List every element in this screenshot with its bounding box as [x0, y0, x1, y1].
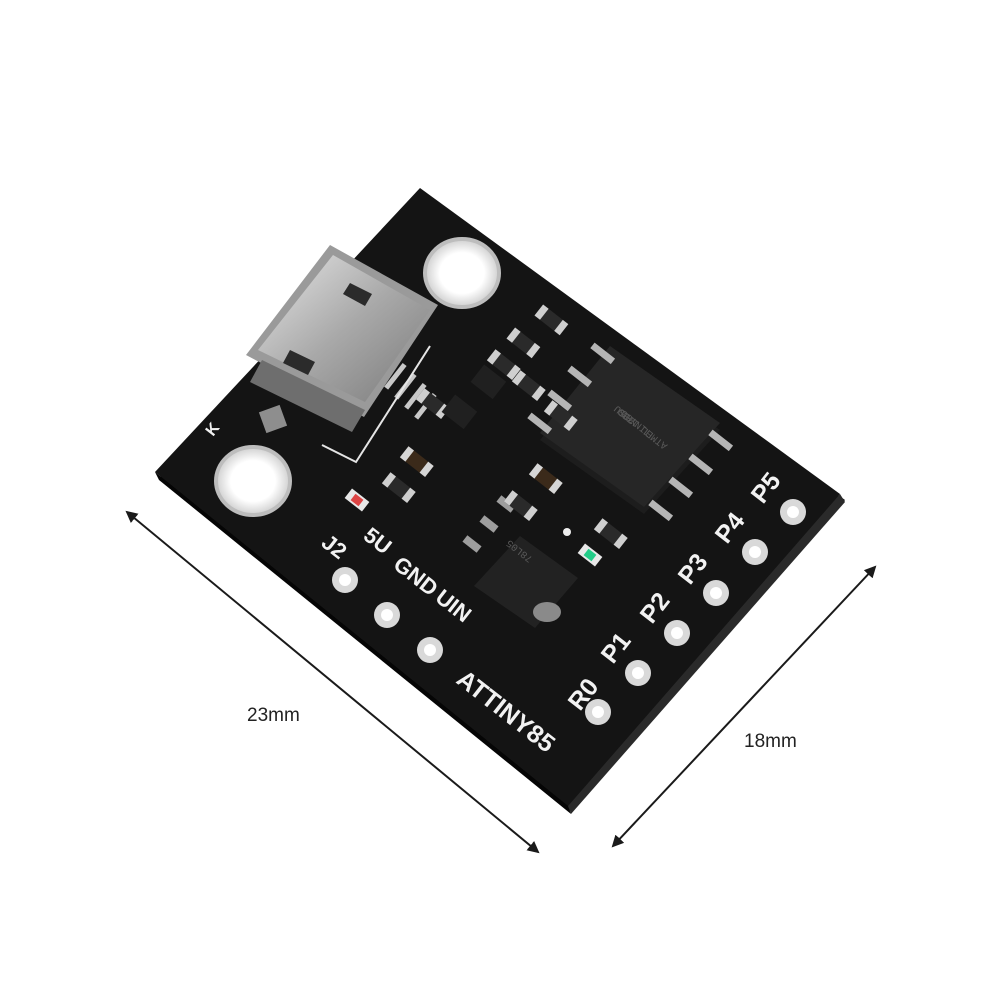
mounting-hole-top [423, 237, 501, 309]
height-dimension-arrow [611, 565, 877, 848]
width-dimension-label: 23mm [247, 705, 300, 726]
height-dimension-label: 18mm [744, 731, 797, 752]
micro-usb-connector [246, 245, 438, 434]
attiny85-chip [527, 342, 734, 522]
width-dimension-arrow [125, 510, 540, 854]
mounting-hole-bottom [214, 445, 292, 517]
